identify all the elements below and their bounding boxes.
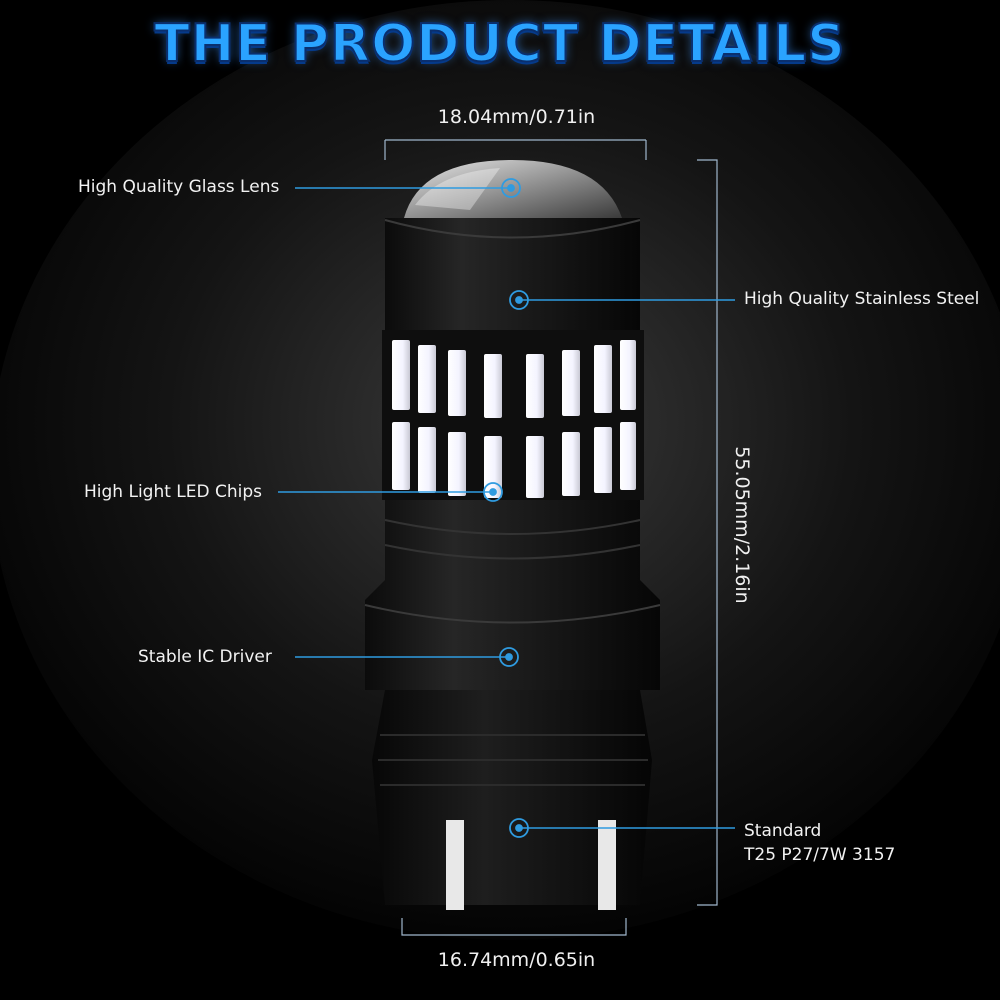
callout-glass-lens: High Quality Glass Lens <box>78 177 280 197</box>
terminal-left <box>446 820 464 910</box>
dimension-lines <box>384 139 718 936</box>
dimension-bottom-width: 16.74mm/0.65in <box>437 949 596 971</box>
dimension-top-width: 18.04mm/0.71in <box>437 106 596 128</box>
callout-led-chips: High Light LED Chips <box>84 482 263 502</box>
upper-housing <box>385 218 640 330</box>
terminal-right <box>598 820 616 910</box>
callout-standard: Standard <box>744 821 822 841</box>
page-title: THE PRODUCT DETAILS <box>153 13 846 75</box>
callout-markers <box>483 178 529 838</box>
callout-ic-driver: Stable IC Driver <box>138 647 272 667</box>
driver-housing <box>365 500 660 690</box>
led-chips-row-1 <box>392 340 636 418</box>
callout-lines <box>278 187 735 829</box>
led-chips-row-2 <box>392 422 636 498</box>
callout-standard-spec: T25 P27/7W 3157 <box>744 845 896 865</box>
callout-stainless-steel: High Quality Stainless Steel <box>744 289 980 309</box>
dimension-height: 55.05mm/2.16in <box>731 446 753 604</box>
socket-base <box>372 690 652 905</box>
